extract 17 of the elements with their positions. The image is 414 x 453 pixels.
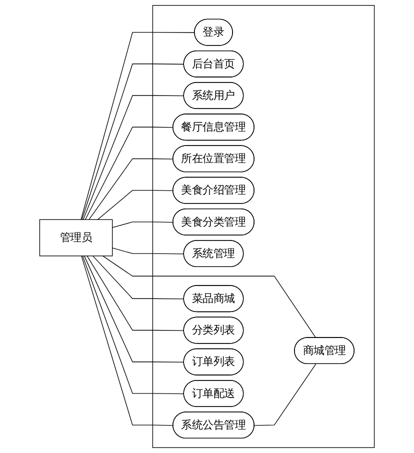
cluster [152,5,375,448]
connector [82,95,184,220]
connector [112,248,184,254]
connector [86,256,184,331]
connector [80,32,196,220]
connector [254,364,316,426]
connector [82,64,184,220]
node-box: 管理员 [39,219,113,256]
connector [92,256,184,300]
connector [112,222,174,228]
connector [88,158,174,220]
connector [82,256,184,394]
connector [84,256,184,363]
connector [81,256,174,426]
connector [84,126,174,220]
connector [97,190,174,220]
connector [102,256,316,338]
